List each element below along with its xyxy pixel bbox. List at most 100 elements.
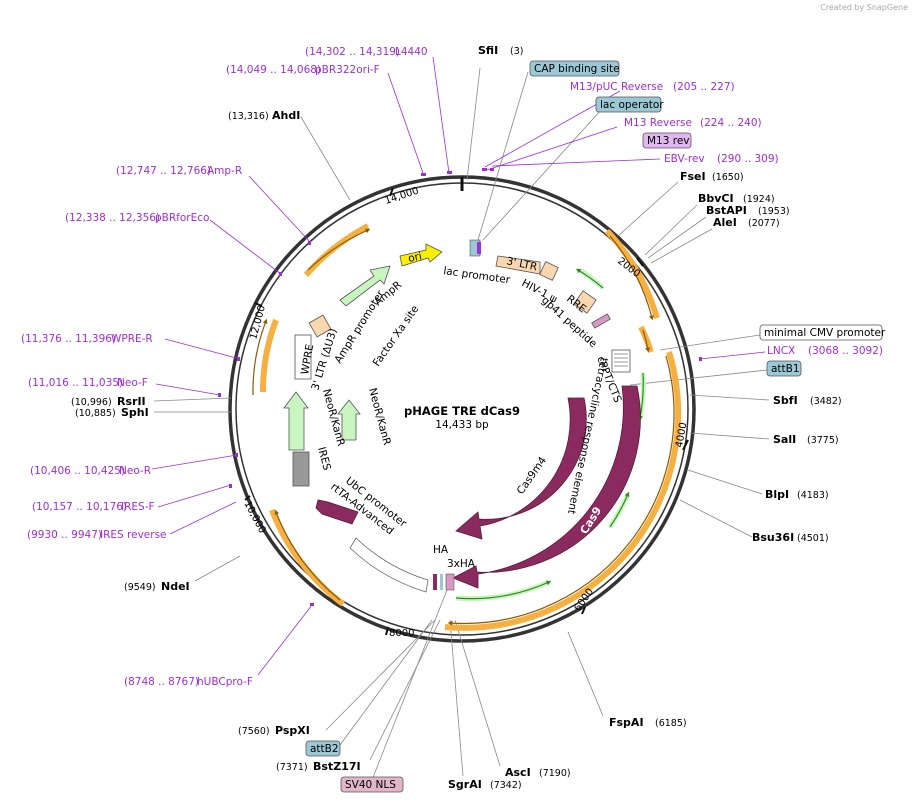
svg-text:(4501): (4501) xyxy=(797,533,829,544)
svg-text:BlpI: BlpI xyxy=(765,488,789,501)
svg-text:BstZ17I: BstZ17I xyxy=(313,760,361,773)
lac-promoter-label: lac promoter xyxy=(443,265,512,286)
sv40-nls-label[interactable]: SV40 NLS xyxy=(340,776,404,793)
wpre-label: WPRE xyxy=(299,343,316,375)
svg-text:SfiI: SfiI xyxy=(478,44,498,57)
enzyme-pspxi[interactable]: (7560) PspXI xyxy=(238,724,310,737)
svg-text:attB1: attB1 xyxy=(771,363,800,375)
enzyme-sgrai[interactable]: SgrAI(7342) xyxy=(448,778,522,791)
svg-text:M13 Reverse: M13 Reverse xyxy=(624,117,692,129)
svg-text:M13/pUC Reverse: M13/pUC Reverse xyxy=(570,81,663,93)
enzyme-alei[interactable]: AleI (2077) xyxy=(713,216,780,229)
svg-text:(3775): (3775) xyxy=(807,435,839,446)
primer-pbrforeco[interactable]: (12,338 .. 12,356)pBRforEco xyxy=(65,212,209,224)
tre-hatch xyxy=(614,353,628,367)
svg-text:SgrAI: SgrAI xyxy=(448,778,482,791)
svg-text:(224 .. 240): (224 .. 240) xyxy=(700,117,762,129)
enzyme-fsei[interactable]: FseI(1650) xyxy=(680,170,744,183)
svg-text:(7371): (7371) xyxy=(276,762,308,773)
cap-binding-site-label[interactable]: CAP binding site xyxy=(529,60,620,77)
three-ha-mark xyxy=(445,573,455,591)
ori-label: ori xyxy=(407,250,423,265)
tick-4000: 4000 xyxy=(674,422,689,449)
svg-text:(205 .. 227): (205 .. 227) xyxy=(673,81,735,93)
primer-ebv-rev[interactable]: EBV-rev(290 .. 309) xyxy=(664,153,779,165)
enzyme-sbfi[interactable]: SbfI (3482) xyxy=(773,394,842,407)
enzyme-sphi[interactable]: (10,885)SphI xyxy=(75,406,149,419)
svg-text:AhdI: AhdI xyxy=(272,109,300,122)
enzyme-bbvci[interactable]: BbvCI (1924) xyxy=(698,192,775,205)
attb1-label[interactable]: attB1 xyxy=(766,360,802,377)
primer-ires-reverse[interactable]: (9930 .. 9947)IRES reverse xyxy=(27,529,167,541)
ires-block xyxy=(292,451,310,487)
svg-text:AscI: AscI xyxy=(505,766,531,779)
svg-text:minimal CMV promoter: minimal CMV promoter xyxy=(764,327,886,339)
svg-text:PspXI: PspXI xyxy=(275,724,310,737)
enzyme-rsrii[interactable]: (10,996)RsrII xyxy=(71,395,146,408)
primer-wpre-r[interactable]: (11,376 .. 11,396)WPRE-R xyxy=(21,333,153,345)
svg-text:RsrII: RsrII xyxy=(117,395,146,408)
svg-text:AleI: AleI xyxy=(713,216,737,229)
svg-text:Neo-R: Neo-R xyxy=(119,465,151,477)
svg-text:EBV-rev: EBV-rev xyxy=(664,153,705,165)
enzyme-bstz17i[interactable]: (7371) BstZ17I xyxy=(276,760,361,773)
primer-m13puc-reverse[interactable]: M13/pUC Reverse (205 .. 227) xyxy=(570,81,735,93)
svg-text:(13,316): (13,316) xyxy=(228,111,269,122)
svg-text:(3482): (3482) xyxy=(810,396,842,407)
cas9-label: Cas9 xyxy=(578,505,605,537)
min-cmv-label[interactable]: minimal CMV promoter xyxy=(759,324,886,341)
enzyme-blpi[interactable]: BlpI (4183) xyxy=(765,488,829,501)
svg-text:L4440: L4440 xyxy=(395,46,428,58)
ltr3-label: 3' LTR xyxy=(505,255,538,273)
svg-text:(6185): (6185) xyxy=(655,718,687,729)
svg-text:BbvCI: BbvCI xyxy=(698,192,734,205)
enzyme-sali[interactable]: SalI(3775) xyxy=(773,433,839,446)
svg-text:(1924): (1924) xyxy=(743,194,775,205)
neo-arrow-2 xyxy=(337,399,361,441)
svg-text:pBR322ori-F: pBR322ori-F xyxy=(315,64,380,76)
tick-14000: 14,000 xyxy=(384,186,421,207)
primer-l4440[interactable]: (14,302 .. 14,319)L4440 xyxy=(305,46,428,58)
enzyme-bsu36i[interactable]: Bsu36I(4501) xyxy=(752,531,829,544)
enzyme-ndei[interactable]: (9549)NdeI xyxy=(124,580,190,593)
svg-text:Neo-F: Neo-F xyxy=(117,377,148,389)
enzyme-sfii[interactable]: SfiI(3) xyxy=(478,44,523,57)
primer-amp-r[interactable]: (12,747 .. 12,766)Amp-R xyxy=(116,165,242,177)
svg-text:(4183): (4183) xyxy=(797,490,829,501)
svg-text:attB2: attB2 xyxy=(310,743,339,755)
svg-text:Bsu36I: Bsu36I xyxy=(752,531,794,544)
svg-text:(7560): (7560) xyxy=(238,726,270,737)
primer-marks xyxy=(218,168,702,606)
svg-text:SbfI: SbfI xyxy=(773,394,798,407)
svg-text:IRES-F: IRES-F xyxy=(121,501,155,513)
attb2-label[interactable]: attB2 xyxy=(305,740,341,757)
svg-text:(10,157 .. 10,176): (10,157 .. 10,176) xyxy=(32,501,127,513)
svg-text:M13 rev: M13 rev xyxy=(647,135,690,147)
primer-lncx[interactable]: LNCX(3068 .. 3092) xyxy=(767,345,883,357)
tick-10000: 10,000 xyxy=(241,499,267,535)
enzyme-bstapi[interactable]: BstAPI(1953) xyxy=(706,204,790,217)
enzyme-fspai[interactable]: FspAI(6185) xyxy=(609,716,687,729)
m13-rev-label[interactable]: M13 rev xyxy=(642,132,692,149)
primer-hubcpro-f[interactable]: (8748 .. 8767)hUBCpro-F xyxy=(124,676,253,688)
primer-m13-reverse[interactable]: M13 Reverse (224 .. 240) xyxy=(624,117,762,129)
lac-operator-label[interactable]: lac operator xyxy=(595,96,664,113)
svg-text:FseI: FseI xyxy=(680,170,706,183)
rre-box xyxy=(573,290,597,314)
rtetr-label: rTetR xyxy=(321,514,354,538)
svg-text:(2077): (2077) xyxy=(748,218,780,229)
svg-text:hUBCpro-F: hUBCpro-F xyxy=(197,676,253,688)
attb2-mark xyxy=(440,574,443,590)
primer-neo-f[interactable]: (11,016 .. 11,035)Neo-F xyxy=(28,377,148,389)
ires-label: IRES xyxy=(315,446,333,472)
primer-ires-f[interactable]: (10,157 .. 10,176)IRES-F xyxy=(32,501,155,513)
tre-label: tetracycline response element xyxy=(565,356,610,515)
plasmid-name: pHAGE TRE dCas9 xyxy=(404,404,520,418)
enzyme-ahdi[interactable]: (13,316)AhdI xyxy=(228,109,300,122)
primer-pbr322ori-f[interactable]: (14,049 .. 14,068)pBR322ori-F xyxy=(226,64,380,76)
primer-neo-r[interactable]: (10,406 .. 10,425)Neo-R xyxy=(30,465,151,477)
enzyme-asci[interactable]: AscI(7190) xyxy=(505,766,571,779)
svg-text:(14,302 .. 14,319): (14,302 .. 14,319) xyxy=(305,46,400,58)
